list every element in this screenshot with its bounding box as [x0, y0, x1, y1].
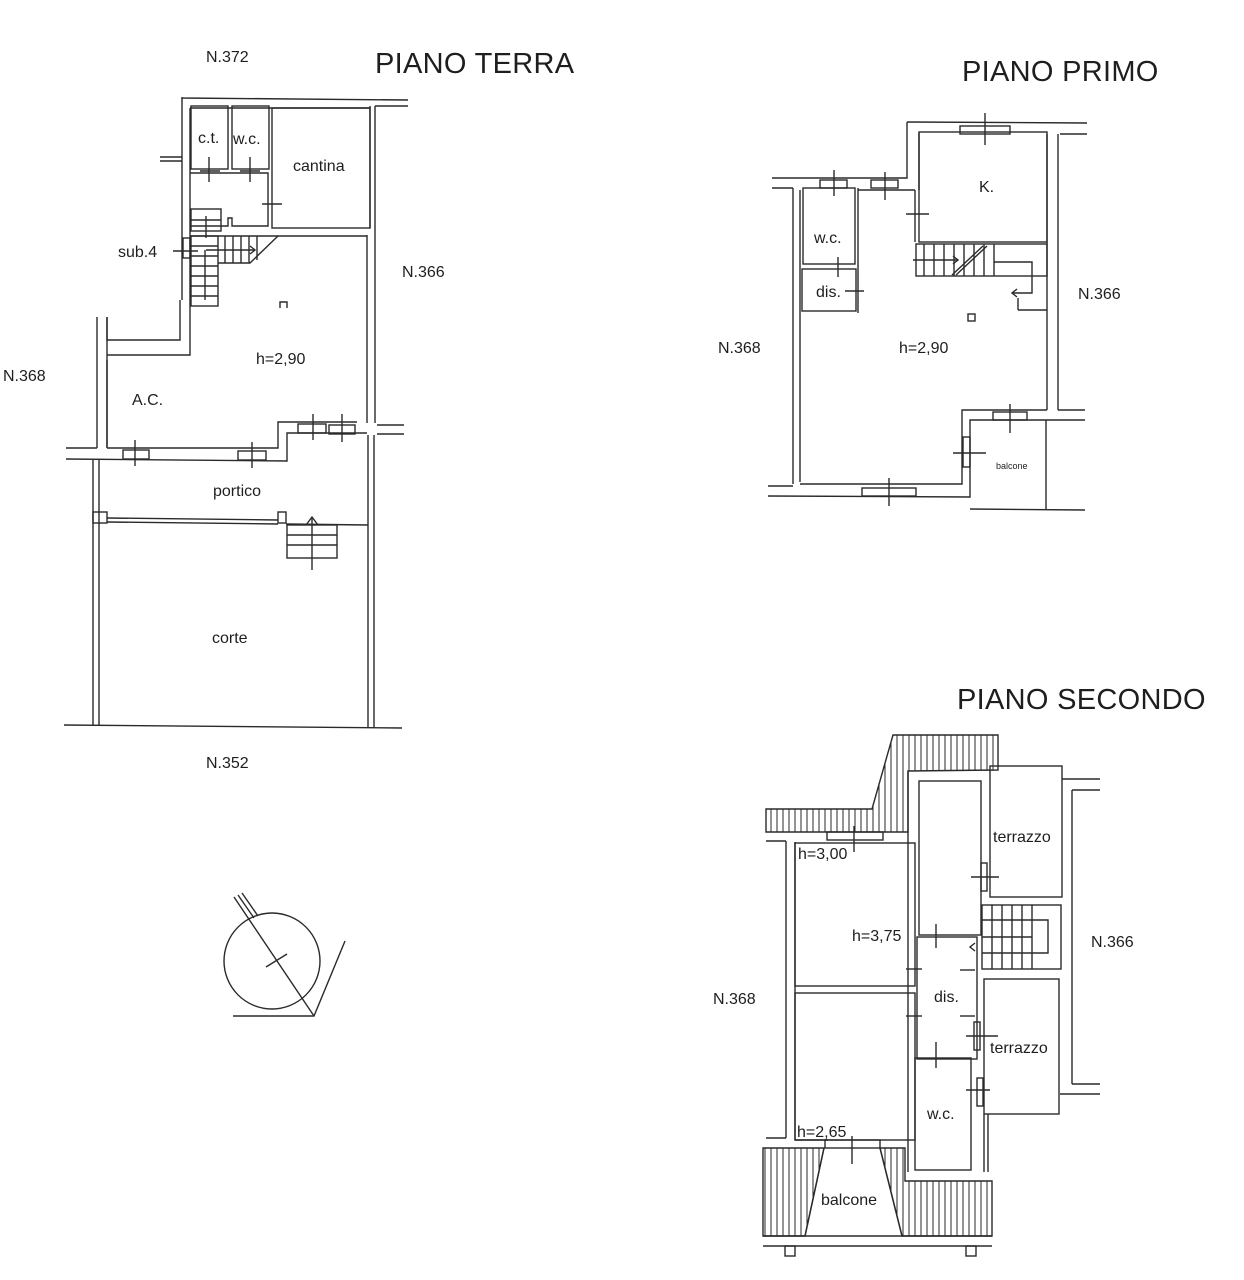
room-label-dis: dis.: [934, 989, 959, 1006]
room-label-ac: A.C.: [132, 392, 164, 409]
neighbor-label-east: N.366: [1091, 934, 1134, 951]
neighbor-label-north: N.372: [206, 49, 249, 66]
sub-label: sub.4: [118, 244, 158, 261]
room-label-wc: w.c.: [814, 230, 842, 247]
neighbor-label-west: N.368: [3, 368, 46, 385]
height-label: h=2,90: [899, 340, 949, 357]
height-label-265: h=2,65: [797, 1124, 847, 1141]
height-label-375: h=3,75: [852, 928, 902, 945]
second-floor-title: PIANO SECONDO: [957, 684, 1206, 716]
room-label-wc: w.c.: [233, 131, 261, 148]
room-label-terrazzo-bottom: terrazzo: [990, 1040, 1048, 1057]
room-label-cantina: cantina: [293, 158, 345, 175]
room-label-portico: portico: [213, 483, 262, 500]
ground-floor-title: PIANO TERRA: [375, 48, 575, 80]
height-label-300: h=3,00: [798, 846, 848, 863]
first-floor-plan: [767, 113, 1088, 511]
room-label-dis: dis.: [816, 284, 841, 301]
room-label-balcone: balcone: [821, 1192, 878, 1209]
neighbor-label-west: N.368: [713, 991, 756, 1008]
neighbor-label-south: N.352: [206, 755, 249, 772]
room-label-balcone: balcone: [996, 461, 1028, 471]
room-label-kitchen: K.: [979, 179, 995, 196]
room-label-corte: corte: [212, 630, 248, 647]
second-floor-plan: [762, 734, 1100, 1257]
first-floor-title: PIANO PRIMO: [962, 56, 1159, 88]
room-label-terrazzo-top: terrazzo: [993, 829, 1051, 846]
neighbor-label-east: N.366: [402, 264, 445, 281]
room-label-wc: w.c.: [927, 1106, 955, 1123]
neighbor-label-east: N.366: [1078, 286, 1121, 303]
room-label-ct: c.t.: [198, 130, 220, 147]
neighbor-label-west: N.368: [718, 340, 761, 357]
ground-floor-plan: [63, 97, 409, 729]
height-label: h=2,90: [256, 351, 306, 368]
north-arrow-icon: [223, 892, 346, 1017]
